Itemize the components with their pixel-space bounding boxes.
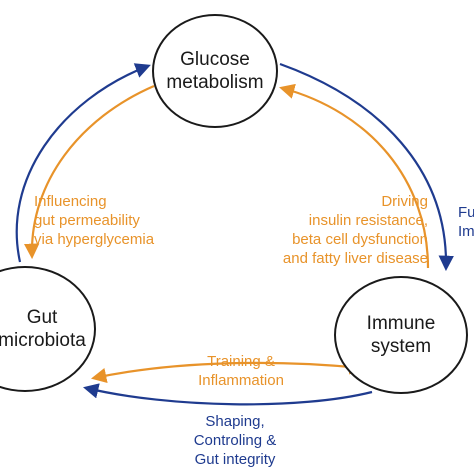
arrow-gut-immune-inner: [90, 359, 366, 384]
arrow-gut-to-glucose-outer: [15, 63, 151, 263]
edge-label-truncated-right: Fu Im: [458, 204, 474, 240]
arrow-glucose-to-immune-outer: [279, 62, 454, 272]
node-glucose-metabolism: Glucose metabolism: [152, 14, 278, 128]
edge-label-training-inflammation: Training & Inflammation: [198, 353, 284, 389]
arrow-glucose-to-gut-inner: [23, 84, 155, 260]
edge-label-insulin-resistance: Driving insulin resistance, beta cell dy…: [282, 193, 428, 267]
node-immune-label: Immune system: [366, 313, 436, 357]
node-immune-system: Immune system: [334, 276, 468, 394]
arrow-immune-to-gut-outer: [83, 383, 373, 406]
node-gut-label: Gut microbiota: [0, 307, 86, 351]
edge-label-gut-permeability: Influencing gut permeability via hypergl…: [34, 193, 155, 248]
node-glucose-label: Glucose metabolism: [166, 49, 264, 93]
arrow-immune-to-glucose-inner: [279, 83, 430, 269]
edge-label-shaping-gut-integrity: Shaping, Controling & Gut integrity: [193, 413, 277, 468]
